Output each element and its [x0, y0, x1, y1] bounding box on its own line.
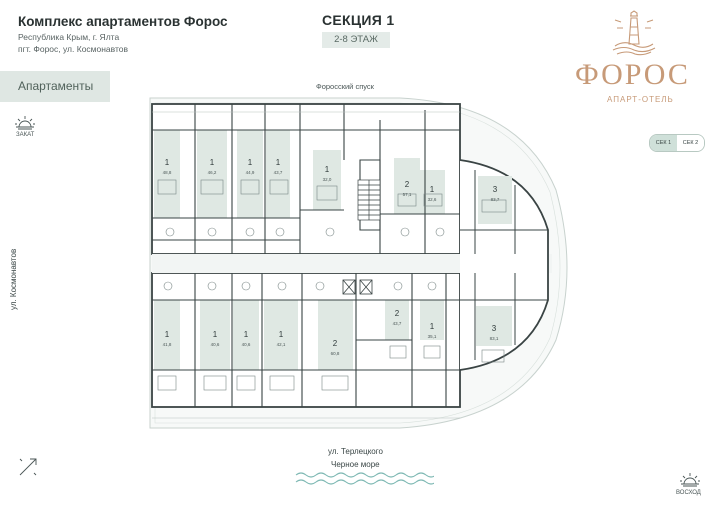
- top-apartment-area-7: 32,6: [428, 197, 437, 202]
- category-tab-apartments[interactable]: Апартаменты: [0, 71, 110, 102]
- bottom-apartment-rooms-6: 2: [395, 309, 400, 318]
- sea-waves-icon: [294, 470, 437, 491]
- top-apartment-rooms-2: 1: [210, 158, 215, 167]
- lighthouse-logo-icon: [609, 10, 659, 61]
- bottom-apartment-area-1: 41,8: [163, 342, 172, 347]
- bottom-apartment-area-7: 35,1: [428, 334, 437, 339]
- top-apartment-rooms-8: 3: [493, 185, 498, 194]
- bottom-apartment-area-5: 60,8: [331, 351, 340, 356]
- top-apartment-rooms-1: 1: [165, 158, 170, 167]
- bottom-apartment-area-4: 42,1: [277, 342, 286, 347]
- top-apartment-area-8: 83,7: [491, 197, 500, 202]
- top-apartment-area-5: 32,0: [323, 177, 332, 182]
- top-apartment-area-1: 48,8: [163, 170, 172, 175]
- address-line-2: пгт. Форос, ул. Космонавтов: [18, 44, 129, 54]
- north-arrow-icon: [16, 455, 40, 484]
- bottom-apartment-area-2: 40,6: [211, 342, 220, 347]
- bottom-apartment-rooms-4: 1: [279, 330, 284, 339]
- section-switch: СЕК 1 СЕК 2: [649, 134, 705, 152]
- bottom-apartment-rooms-1: 1: [165, 330, 170, 339]
- top-apartment-area-4: 43,7: [274, 170, 283, 175]
- logo-subtitle: АПАРТ-ОТЕЛЬ: [607, 95, 674, 104]
- bottom-apartment-rooms-7: 1: [430, 322, 435, 331]
- staircase: [357, 179, 381, 221]
- top-apartment-rooms-5: 1: [325, 165, 330, 174]
- bottom-apartment-area-8: 83,1: [490, 336, 499, 341]
- bottom-apartment-rooms-2: 1: [213, 330, 218, 339]
- top-apartment-area-6: 57,1: [403, 192, 412, 197]
- top-apartment-rooms-4: 1: [276, 158, 281, 167]
- road-label-top: Форосский спуск: [316, 82, 374, 91]
- bottom-apartment-area-6: 43,7: [393, 321, 402, 326]
- bottom-apartment-area-3: 40,6: [242, 342, 251, 347]
- bottom-apartment-rooms-3: 1: [244, 330, 249, 339]
- complex-title: Комплекс апартаментов Форос: [18, 14, 228, 29]
- west-label: ЗАКАТ: [16, 132, 35, 138]
- top-apartment-rooms-3: 1: [248, 158, 253, 167]
- east-label: ВОСХОД: [676, 490, 701, 496]
- top-apartment-area-3: 44,9: [246, 170, 255, 175]
- road-label-bottom: ул. Терлецкого: [328, 447, 383, 456]
- bottom-apartment-rooms-8: 3: [492, 324, 497, 333]
- section-2-button[interactable]: СЕК 2: [677, 135, 704, 151]
- top-apartment-area-2: 46,2: [208, 170, 217, 175]
- bottom-apartment-rooms-5: 2: [333, 339, 338, 348]
- sunrise-icon: [679, 472, 701, 493]
- address-line-1: Республика Крым, г. Ялта: [18, 32, 120, 42]
- top-apartment-rooms-7: 1: [430, 185, 435, 194]
- section-title: СЕКЦИЯ 1: [322, 12, 395, 28]
- elevators: [342, 279, 373, 295]
- sea-label: Черное море: [331, 460, 380, 469]
- sunset-icon: [14, 115, 36, 136]
- top-apartments: [154, 130, 512, 224]
- top-apartment-rooms-6: 2: [405, 180, 410, 189]
- floor-badge: 2-8 ЭТАЖ: [322, 32, 390, 48]
- logo-wordmark: ФОРОС: [575, 58, 690, 91]
- bottom-apartments: [154, 300, 512, 370]
- section-1-button[interactable]: СЕК 1: [650, 135, 677, 151]
